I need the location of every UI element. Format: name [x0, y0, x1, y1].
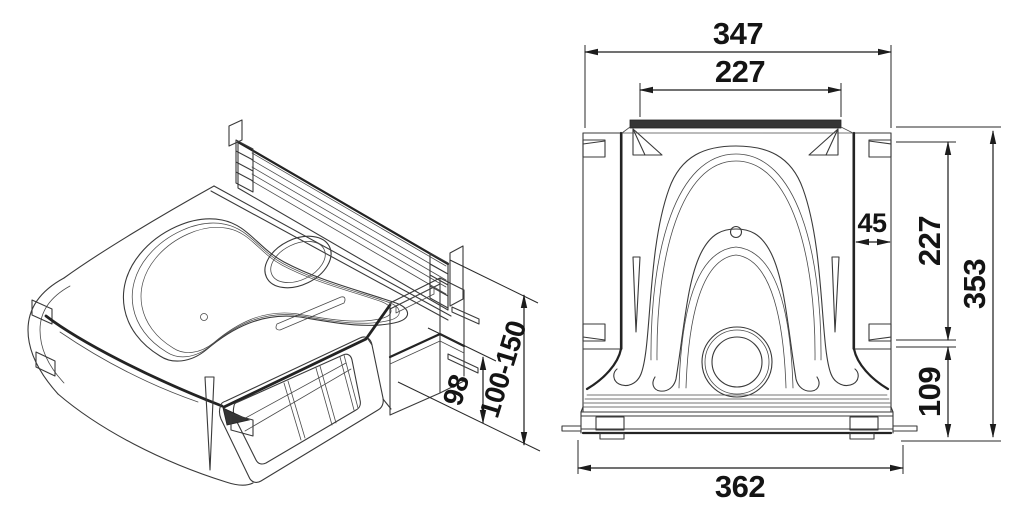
spigot-mouth-joint [367, 338, 392, 410]
boss-inner-ring [270, 241, 326, 283]
left-flange-clips [582, 139, 606, 342]
front-base [561, 394, 918, 440]
front-sliver-slot [275, 296, 346, 331]
arch-side-spike-left [632, 256, 641, 333]
panel-right-endcap [429, 252, 449, 309]
mouth-clip-block [230, 413, 254, 437]
right-flange-clips [868, 139, 892, 342]
left-endcap-inner-edge [39, 285, 71, 384]
iso-view: 98 100-150 [27, 119, 541, 486]
front-dimensions: 347 227 45 227 353 109 362 [577, 16, 1001, 504]
front-side-flanges [582, 131, 892, 351]
base-band-lines [580, 411, 894, 430]
port-ring-outer [701, 326, 773, 398]
front-circular-port [701, 326, 773, 398]
left-endcap-clips [31, 299, 56, 377]
iso-duct-mouth [218, 303, 392, 483]
ext-353 [896, 126, 1001, 442]
dim-label-side-flange-height: 227 [912, 216, 947, 266]
inner-arch-rib-2 [678, 246, 794, 389]
inner-arch-rib-1 [652, 228, 820, 392]
dim-label-base-width: 362 [715, 469, 765, 504]
panel-top-left-tab [228, 119, 243, 147]
port-ring-mid [704, 329, 770, 395]
base-slot-lines [582, 394, 892, 408]
body-back-edges [210, 185, 452, 321]
dim-label-rear-panel-width: 347 [713, 16, 763, 51]
spigot-pin-upper [451, 306, 480, 325]
outer-arch-rib-1 [613, 145, 859, 387]
arch-side-spike-right [831, 256, 840, 333]
front-face-crease [59, 331, 199, 403]
boss-outer-ring [264, 235, 332, 289]
panel-right-tab [449, 245, 464, 307]
mouth-floor-lines [239, 362, 352, 432]
mouth-outer-face [218, 336, 384, 483]
front-top-flange [621, 119, 854, 156]
panel-slats [251, 152, 447, 295]
left-flange-plate [582, 132, 623, 350]
channel-inner [140, 226, 392, 354]
dim-label-base-height: 109 [912, 367, 947, 417]
spigot-telescope-band-lower [389, 340, 465, 365]
iso-top-face-features [122, 218, 409, 362]
mouth-top-dark-edge [222, 303, 392, 409]
panel-left-endcap [235, 139, 254, 193]
flange-end-bevels [621, 126, 854, 134]
iso-body [27, 185, 452, 486]
outer-arch-rib-3 [656, 160, 816, 361]
panel-frame [237, 141, 449, 311]
port-ring-inner [711, 336, 763, 388]
base-tab-right [892, 425, 918, 432]
ext-347 [584, 45, 892, 128]
iso-rear-slatted-panel [228, 119, 464, 311]
base-tab-left [561, 425, 582, 432]
arch-apex-pip [729, 225, 743, 239]
body-backleft-edge [63, 185, 215, 279]
left-endcap-outline [27, 277, 65, 395]
dim-label-total-height: 353 [957, 259, 992, 309]
circular-boss [264, 235, 332, 289]
body-bottom-silhouette [57, 393, 254, 486]
panel-top-edge [236, 140, 450, 266]
body-flare-left [585, 347, 623, 391]
body-flare-right [852, 347, 890, 391]
center-seam-spike [204, 376, 215, 471]
spigot-telescope-band [388, 332, 466, 359]
right-flange-plate [852, 132, 892, 350]
front-view: 347 227 45 227 353 109 362 [561, 16, 1001, 504]
base-clip-left [595, 416, 625, 431]
dim-label-top-flange-width: 227 [715, 54, 765, 89]
front-arch [613, 145, 859, 392]
base-foot-left [599, 432, 625, 440]
mouth-corner-wedge [222, 407, 251, 426]
dim-label-side-flange-width: 45 [857, 208, 887, 238]
base-clip-right [849, 416, 879, 431]
inner-arch-rib-3 [685, 254, 787, 389]
channel-pip [200, 313, 208, 321]
front-outer-verticals [582, 132, 892, 413]
front-top-dark-edge [44, 314, 224, 408]
base-foot-right [849, 432, 875, 440]
spigot-pin-lower [447, 353, 479, 374]
outer-arch-rib-2 [650, 153, 822, 361]
mouth-ribs [283, 354, 359, 441]
spigot-rim [395, 286, 435, 314]
flange-bar [629, 119, 842, 129]
